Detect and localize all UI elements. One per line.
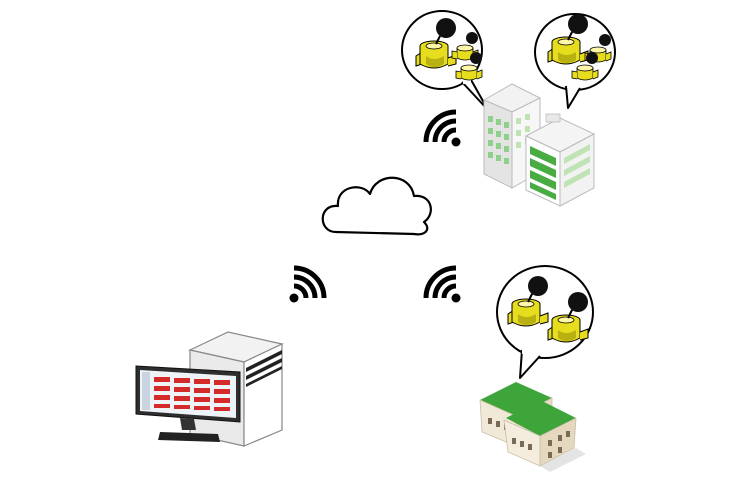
speech-bubble-house <box>496 265 594 379</box>
speech-bubble-office-2 <box>534 13 616 109</box>
monitor-icon <box>135 365 241 442</box>
wifi-signal-icon <box>426 112 461 147</box>
wifi-signal-icon <box>426 268 461 303</box>
office-building-icon <box>482 83 596 207</box>
house-icon <box>479 382 586 472</box>
cloud-icon <box>321 176 432 236</box>
speech-bubble-office-1 <box>401 10 489 111</box>
wifi-signal-icon <box>290 268 325 303</box>
